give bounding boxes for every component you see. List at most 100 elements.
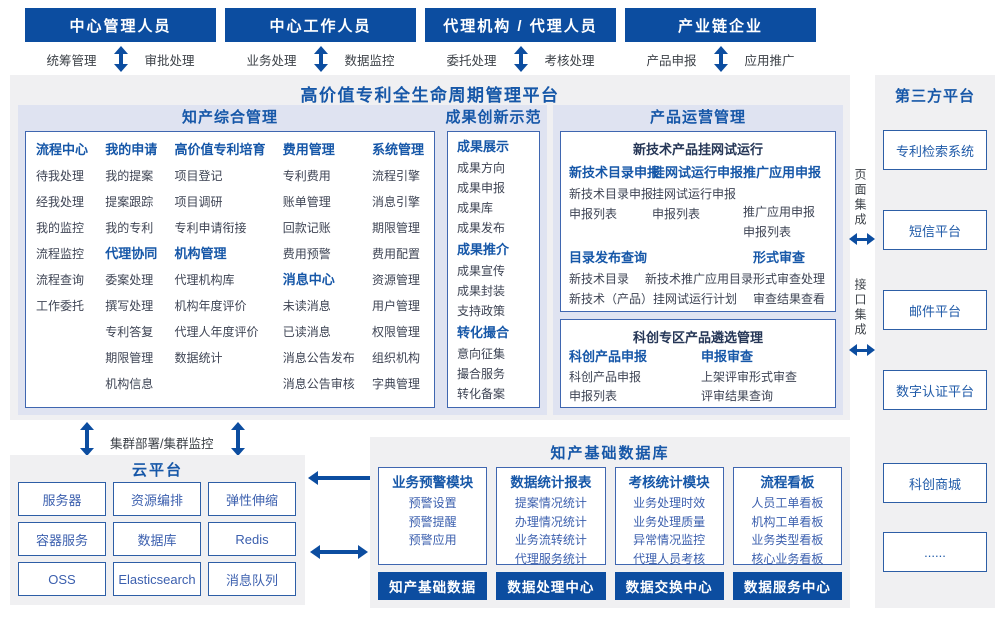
group-item: 我的监控 [36, 221, 85, 235]
cloud-grid: 服务器 资源编排 弹性伸缩 容器服务 数据库 Redis OSS Elastic… [18, 482, 296, 596]
group-item: 字典管理 [371, 377, 420, 391]
group-title: 高价值专利培育 [174, 142, 266, 157]
trial-run-title: 新技术产品挂网试运行 [632, 142, 763, 157]
group-item: 流程监控 [36, 247, 85, 261]
cloud-item: 容器服务 [18, 522, 106, 556]
group-item: 期限管理 [371, 221, 420, 235]
updown-arrow-icon [512, 46, 529, 72]
role-label-left: 统筹管理 [46, 53, 97, 68]
group-item: 专利答复 [105, 325, 154, 339]
cloud-platform-title: 云平台 [131, 462, 183, 479]
role-banner: 中心管理人员 [25, 8, 216, 42]
db-module-item: 业务处理时效 [633, 496, 706, 510]
group-item: 回款记账 [282, 221, 331, 235]
db-module-item: 业务类型看板 [751, 533, 824, 547]
group-item: 专利申请衔接 [174, 221, 247, 235]
page-integration-label: 页面集成 [853, 168, 867, 228]
selection-title: 科创专区产品遴选管理 [632, 330, 763, 345]
trial-column: 新技术目录申报 新技术目录申报 申报列表 [569, 161, 660, 242]
group-item: 意向征集 [457, 347, 506, 361]
group-item: 消息公告审核 [282, 377, 355, 391]
left-arrow-icon [308, 471, 370, 485]
ip-column: 流程中心 待我处理 经我处理 我的监控 流程监控 流程查询 工作委托 [36, 137, 88, 402]
db-module-item: 预警提醒 [408, 514, 457, 529]
trial-run-box: 新技术产品挂网试运行 新技术目录申报 新技术目录申报 申报列表 挂网试运行申报 … [560, 131, 836, 312]
group-title: 推广应用申报 [743, 165, 822, 180]
group-item: 成果方向 [457, 161, 506, 175]
section-body: 成果展示 成果方向 成果申报 成果库 成果发布 成果推介 成果宣传 成果封装 支… [447, 131, 540, 408]
third-party-panel: 第三方平台 专利检索系统 短信平台 邮件平台 数字认证平台 科创商城 .....… [875, 75, 995, 608]
group-item: 机构年度评价 [174, 299, 247, 313]
group-item: 新技术目录 [569, 272, 630, 286]
group-item: 未读消息 [282, 299, 331, 313]
group-title: 科创产品申报 [569, 349, 648, 364]
group-item: 账单管理 [282, 195, 331, 209]
db-module-item: 提案情况统计 [514, 496, 587, 510]
third-party-item: 短信平台 [883, 210, 987, 250]
group-item: 用户管理 [371, 299, 420, 313]
role-agency: 代理机构 / 代理人员 委托处理 考核处理 [425, 8, 616, 73]
cloud-item: 弹性伸缩 [208, 482, 296, 516]
group-title: 代理协同 [105, 246, 158, 261]
db-module-title: 考核统计模块 [628, 475, 710, 490]
section-title: 产品运营管理 [649, 109, 746, 126]
role-label-right: 审批处理 [144, 53, 195, 68]
section-achievement: 成果创新示范 成果展示 成果方向 成果申报 成果库 成果发布 成果推介 成果宣传… [440, 105, 547, 415]
platform-title: 高价值专利全生命周期管理平台 [300, 86, 560, 105]
group-title: 成果推介 [457, 242, 510, 257]
roles-row: 中心管理人员 统筹管理 审批处理 中心工作人员 业务处理 数据监控 代理机构 /… [25, 8, 816, 73]
updown-arrow-icon [312, 46, 329, 72]
group-item: 成果库 [457, 201, 494, 215]
group-item: 工作委托 [36, 299, 85, 313]
group-item: 委案处理 [105, 273, 154, 287]
group-item: 成果申报 [457, 181, 506, 195]
selection-columns: 科创产品申报 科创产品申报 申报列表 申报审查 上架评审形式审查 评审结果查询 [561, 346, 835, 406]
selection-column: 科创产品申报 科创产品申报 申报列表 [569, 346, 701, 406]
group-item: 项目调研 [174, 195, 223, 209]
role-sub-labels: 统筹管理 审批处理 [25, 45, 216, 73]
cloud-item: 服务器 [18, 482, 106, 516]
third-party-item: 数字认证平台 [883, 370, 987, 410]
db-module-item: 机构工单看板 [751, 514, 824, 529]
role-label-right: 应用推广 [744, 53, 795, 68]
group-item: 审查结果查看 [753, 292, 826, 306]
section-product-ops: 产品运营管理 新技术产品挂网试运行 新技术目录申报 新技术目录申报 申报列表 挂… [553, 105, 843, 415]
db-module-item: 核心业务看板 [751, 551, 824, 566]
updown-arrow-icon [112, 46, 129, 72]
third-party-item: 专利检索系统 [883, 130, 987, 170]
group-item: 消息公告发布 [282, 351, 355, 365]
group-item: 流程引擎 [371, 169, 420, 183]
leftright-arrow-icon [310, 545, 368, 559]
cloud-item: Redis [208, 522, 296, 556]
group-item: 申报列表 [743, 225, 792, 239]
role-banner: 中心工作人员 [225, 8, 416, 42]
ip-column: 系统管理 流程引擎 消息引擎 期限管理 费用配置 资源管理 用户管理 权限管理 … [372, 137, 424, 402]
group-item: 申报列表 [569, 389, 618, 403]
db-module-item: 业务处理质量 [633, 514, 706, 529]
role-banner: 产业链企业 [625, 8, 816, 42]
group-title: 消息中心 [282, 272, 335, 287]
group-item: 我的提案 [105, 169, 154, 183]
ip-column: 我的申请 我的提案 提案跟踪 我的专利 代理协同 委案处理 撰写处理 专利答复 … [105, 137, 157, 402]
role-label-right: 数据监控 [344, 53, 395, 68]
third-party-item: 邮件平台 [883, 290, 987, 330]
db-column: 业务预警模块 预警设置 预警提醒 预警应用 知产基础数据 [378, 467, 488, 600]
role-sub-labels: 业务处理 数据监控 [225, 45, 416, 73]
section-ip-management: 知产综合管理 流程中心 待我处理 经我处理 我的监控 流程监控 流程查询 工作委… [18, 105, 442, 415]
trial-column: 挂网试运行申报 挂网试运行申报 申报列表 [652, 161, 744, 242]
db-column: 流程看板 人员工单看板 机构工单看板 业务类型看板 核心业务看板 数据服务中心 [732, 467, 842, 600]
group-item: 期限管理 [105, 351, 154, 365]
group-item: 上架评审形式审查 [701, 370, 798, 384]
db-module-item: 人员工单看板 [751, 496, 824, 510]
group-item: 组织机构 [371, 351, 420, 365]
group-title: 挂网试运行申报 [652, 165, 744, 180]
db-module-title: 业务预警模块 [392, 475, 474, 490]
ip-column: 费用管理 专利费用 账单管理 回款记账 费用预警 消息中心 未读消息 已读消息 … [283, 137, 355, 402]
platform-main-box: 高价值专利全生命周期管理平台 知产综合管理 流程中心 待我处理 经我处理 我的监… [10, 75, 850, 420]
group-item: 提案跟踪 [105, 195, 154, 209]
db-module-item: 代理人员考核 [633, 551, 706, 566]
group-item: 评审结果查询 [701, 389, 774, 403]
group-item: 流程查询 [36, 273, 85, 287]
group-title: 申报审查 [701, 349, 754, 364]
group-item: 成果封装 [457, 284, 506, 298]
